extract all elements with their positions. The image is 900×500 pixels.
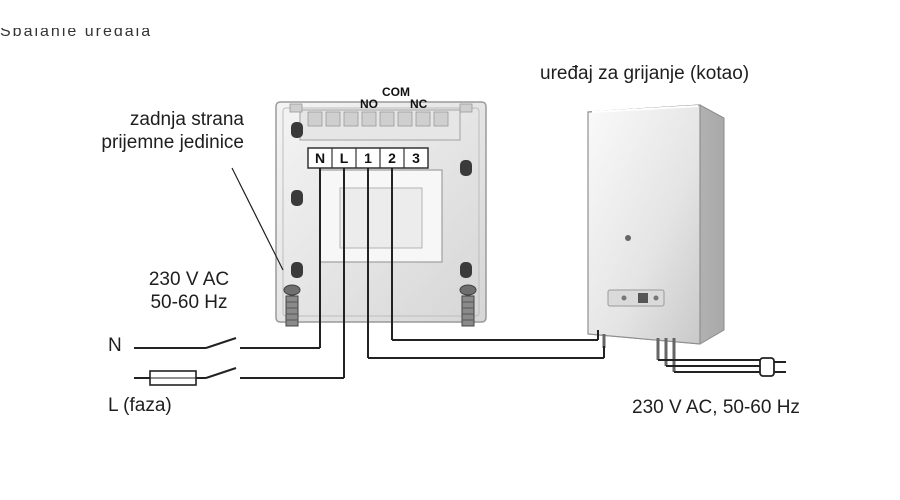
caption-pointer — [231, 167, 284, 271]
receiver-caption-line-2: prijemne jedinice — [101, 132, 244, 153]
receiver-back-plate — [275, 101, 487, 327]
boiler-unit — [587, 104, 725, 372]
contact-no-label: NO — [360, 97, 378, 111]
receiver-caption: zadnja strana prijemne jedinice — [88, 108, 244, 154]
wiring — [134, 168, 760, 379]
contact-nc-label: NC — [410, 97, 428, 111]
boiler-caption: uređaj za grijanje (kotao) — [540, 63, 750, 84]
terminal-2: 2 — [388, 150, 396, 166]
power-input-label: 230 V AC 50-60 Hz — [134, 268, 244, 314]
power-input-voltage: 230 V AC — [148, 269, 230, 290]
contact-com-label: COM — [382, 85, 410, 99]
neutral-label: N — [108, 335, 122, 356]
plug-icon — [759, 357, 786, 377]
receiver-caption-line-1: zadnja strana — [129, 109, 244, 130]
terminal-l: L — [340, 150, 349, 166]
power-input-frequency: 50-60 Hz — [150, 292, 228, 313]
terminal-n: N — [315, 150, 325, 166]
terminal-1: 1 — [364, 150, 372, 166]
line-label: L (faza) — [108, 395, 172, 416]
terminal-strip: N L 1 2 3 — [307, 147, 429, 169]
boiler-supply-label: 230 V AC, 50-60 Hz — [632, 397, 800, 418]
cropped-heading: Spajanje uređaja — [0, 28, 152, 36]
terminal-3: 3 — [412, 150, 420, 166]
